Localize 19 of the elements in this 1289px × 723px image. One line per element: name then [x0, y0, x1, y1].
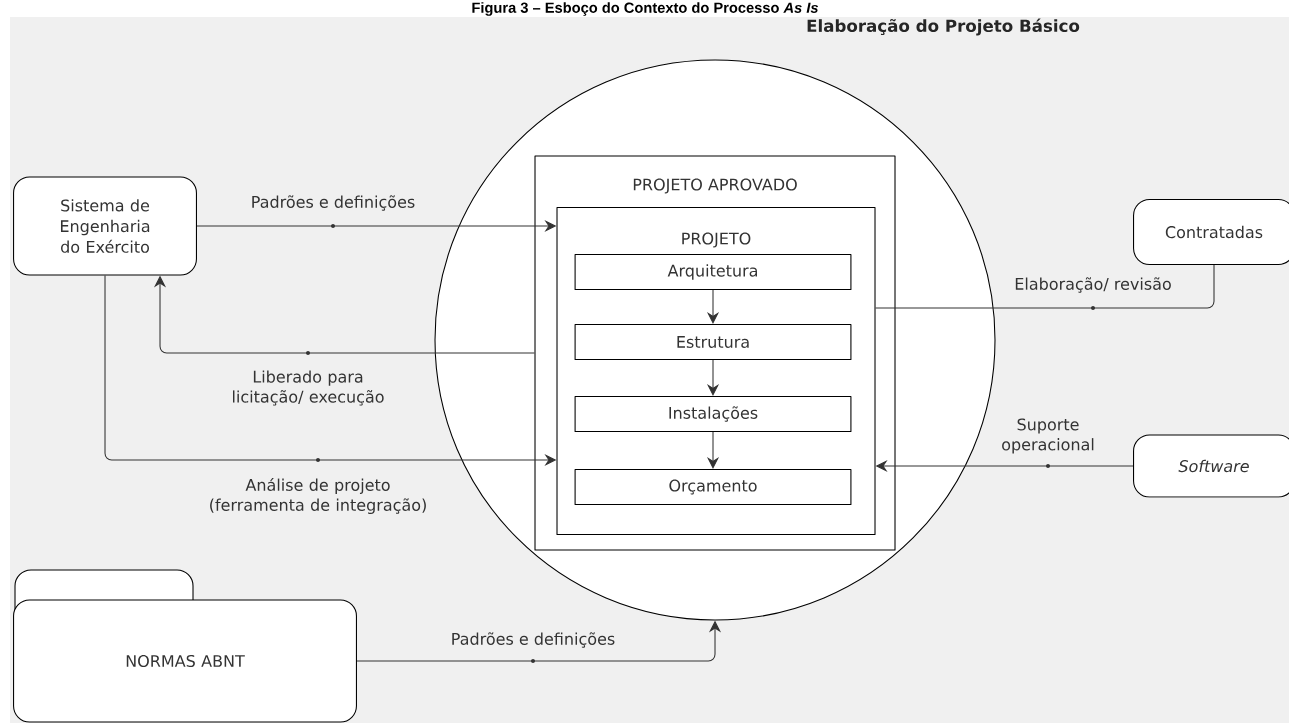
folder-box: NORMAS ABNT	[13, 569, 357, 723]
edge-label: Liberado para licitação/ execução	[233, 370, 384, 406]
process-box: Orçamento	[574, 469, 852, 505]
edge-label: Análise de projeto (ferramenta de integração)	[210, 477, 426, 515]
arrow	[875, 264, 1215, 310]
process-box: Estrutura	[574, 324, 852, 360]
edge-label: Padrões e definições	[252, 195, 415, 211]
edge-label: Suporte operacional	[1002, 418, 1094, 454]
process-box: Instalações	[574, 396, 852, 432]
frame-heading: PROJETO	[682, 232, 751, 248]
entity-box: Sistema de Engenharia do Exército	[13, 176, 197, 276]
figure-title: Figura 3 – Esboço do Contexto do Processo As Is	[472, 2, 819, 16]
process-box: Arquitetura	[574, 254, 852, 290]
entity-box: Software	[1133, 434, 1289, 498]
circle-heading: Elaboração do Projeto Básico	[807, 18, 1080, 36]
entity-box: Contratadas	[1133, 198, 1289, 266]
frame-heading: PROJETO APROVADO	[633, 178, 797, 194]
edge-label: Elaboração/ revisão	[1015, 277, 1171, 293]
edge-label: Padrões e definições	[452, 632, 615, 648]
